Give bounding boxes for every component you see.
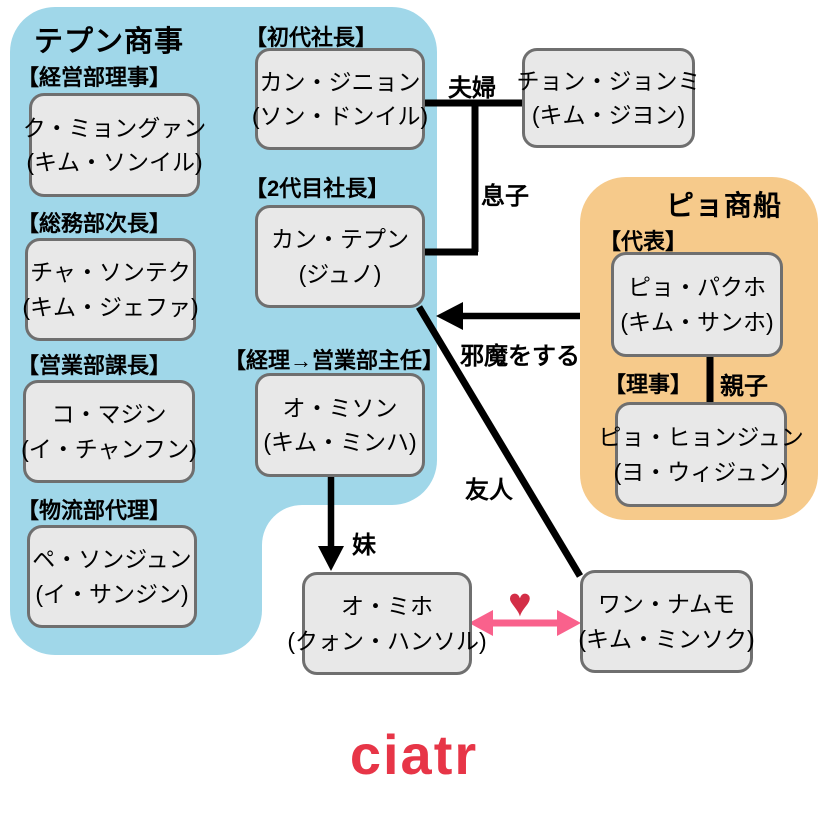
person-box-ko-majin: コ・マジン (イ・チャンフン) (21, 380, 197, 483)
person-name: ク・ミョングァン (22, 114, 207, 141)
person-box-o-miseon: オ・ミソン (キム・ミンハ) (255, 373, 425, 477)
person-box-cha-seontek: チャ・ソンテク (キム・ジェファ) (22, 238, 199, 341)
role-label-nidaime-shacho: 【2代目社長】 (245, 176, 390, 201)
person-name: ピョ・パクホ (628, 274, 766, 300)
love-arrowhead-left-icon (469, 610, 493, 636)
role-label-eigyo-kacho: 【営業部課長】 (17, 353, 172, 378)
person-box-cheon-jeongmi: チョン・ジョンミ (キム・ジヨン) (517, 48, 701, 148)
role-label-shodai-shacho: 【初代社長】 (245, 25, 378, 50)
person-actor: (キム・サンホ) (620, 308, 774, 335)
love-arrowhead-right-icon (557, 610, 581, 636)
heart-icon: ♥ (508, 581, 532, 625)
person-box-pyo-pakho: ピョ・パクホ (キム・サンホ) (611, 252, 783, 357)
person-box-o-miho: オ・ミホ (クォン・ハンソル) (287, 572, 487, 675)
person-actor: (クォン・ハンソル) (287, 627, 487, 654)
person-actor: (ヨ・ウィジュン) (613, 458, 789, 485)
relation-label-parent-child: 親子 (720, 373, 768, 400)
relation-label-interfere: 邪魔をする (460, 343, 580, 370)
relation-label-friend: 友人 (465, 477, 513, 504)
person-name: ペ・ソンジュン (32, 546, 192, 572)
ciatr-logo: ciatr (349, 723, 479, 786)
role-label-riji: 【理事】 (604, 372, 693, 397)
person-actor: (キム・ソンイル) (26, 149, 203, 175)
person-name: コ・マジン (51, 401, 167, 427)
role-label-keiei-riji: 【経営部理事】 (17, 65, 172, 90)
role-label-butsuryu-dairi: 【物流部代理】 (17, 498, 172, 523)
person-name: ピョ・ヒョンジュン (598, 424, 804, 450)
person-name: チョン・ジョンミ (516, 67, 701, 94)
person-name: チャ・ソンテク (30, 259, 191, 285)
person-name: カン・ジニョン (259, 68, 421, 95)
relation-label-sister: 妹 (352, 532, 376, 559)
role-label-keiri-shunin: 【経理→営業部主任】 (224, 348, 445, 373)
sister-arrowhead-icon (318, 546, 344, 571)
person-box-ku-myonggwan: ク・ミョングァン (キム・ソンイル) (23, 93, 206, 197)
person-box-pe-seongjun: ペ・ソンジュン (イ・サンジン) (27, 525, 197, 628)
person-name: オ・ミホ (341, 593, 433, 619)
person-actor: (キム・ジェファ) (22, 293, 199, 320)
role-label-somu-jicho: 【総務部次長】 (17, 211, 172, 236)
person-box-pyo-hyeonjun: ピョ・ヒョンジュン (ヨ・ウィジュン) (598, 402, 804, 507)
person-box-kan-tepun: カン・テプン (ジュノ) (255, 205, 425, 308)
person-actor: (キム・ジヨン) (531, 102, 686, 128)
person-actor: (ソン・ドンイル) (251, 103, 429, 129)
person-actor: (ジュノ) (298, 260, 382, 287)
relation-label-son: 息子 (481, 183, 529, 210)
person-name: オ・ミソン (282, 394, 398, 421)
role-label-daihyo: 【代表】 (599, 229, 688, 254)
person-name: ワン・ナムモ (597, 591, 736, 617)
person-box-kan-jinyeong: カン・ジニョン (ソン・ドンイル) (251, 48, 429, 150)
pyo-company-title: ピョ商船 (666, 190, 783, 221)
tepun-company-title: テプン商事 (34, 26, 185, 58)
person-actor: (イ・サンジン) (35, 580, 189, 607)
person-actor: (イ・チャンフン) (21, 435, 197, 462)
person-actor: (キム・ミンソク) (578, 625, 755, 652)
person-box-wan-nammo: ワン・ナムモ (キム・ミンソク) (578, 570, 755, 673)
person-actor: (キム・ミンハ) (263, 429, 417, 455)
relation-label-spouse: 夫婦 (448, 75, 496, 102)
friend-line (415, 305, 584, 578)
person-name: カン・テプン (271, 226, 409, 252)
interfere-arrowhead-icon (436, 302, 463, 330)
